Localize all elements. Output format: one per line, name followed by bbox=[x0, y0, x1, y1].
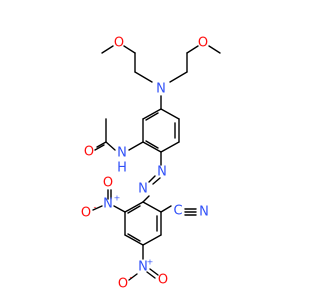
bond bbox=[148, 175, 156, 183]
bond bbox=[127, 205, 141, 214]
atom-label-oxygen: O bbox=[103, 176, 113, 191]
bond bbox=[142, 201, 162, 213]
negative-charge: - bbox=[94, 203, 97, 212]
bond bbox=[152, 177, 161, 185]
charge-layer: + - + - bbox=[94, 194, 154, 282]
bond bbox=[186, 45, 199, 54]
atom-label-carbon: C bbox=[173, 204, 182, 219]
atom-label-hydrogen: H bbox=[117, 161, 127, 176]
bond bbox=[105, 141, 116, 151]
bond bbox=[113, 205, 126, 213]
bond bbox=[142, 234, 162, 246]
bond bbox=[160, 108, 180, 120]
bond bbox=[128, 141, 144, 151]
atom-label-oxygen: O bbox=[158, 273, 168, 288]
bond bbox=[123, 45, 136, 54]
atom-label-nitrogen: N bbox=[103, 197, 113, 212]
bond bbox=[124, 234, 144, 246]
negative-charge: - bbox=[130, 273, 133, 282]
bond bbox=[96, 141, 107, 148]
molecule-structure: O O N O N H N N C N N O O N O O + - + - bbox=[81, 36, 221, 292]
bond bbox=[169, 71, 188, 83]
bond bbox=[208, 45, 221, 54]
bond-layer bbox=[92, 45, 221, 281]
bond bbox=[128, 273, 138, 281]
atom-label-nitrogen: N bbox=[156, 82, 166, 97]
bond bbox=[94, 144, 105, 151]
bond bbox=[127, 233, 141, 242]
bond bbox=[146, 271, 156, 279]
bond bbox=[145, 140, 159, 149]
bond bbox=[142, 141, 162, 153]
atom-label-oxygen: O bbox=[114, 36, 124, 51]
bond bbox=[101, 45, 114, 54]
bond bbox=[160, 141, 180, 153]
bond bbox=[142, 195, 150, 203]
bond bbox=[124, 201, 144, 213]
bond bbox=[134, 71, 153, 83]
bond bbox=[160, 205, 172, 213]
atom-label-nitrogen: N bbox=[138, 182, 148, 197]
bond bbox=[92, 205, 103, 211]
positive-charge: + bbox=[147, 258, 154, 267]
atom-label-oxygen: O bbox=[198, 36, 208, 51]
atom-label-oxygen: O bbox=[118, 277, 128, 292]
bond bbox=[149, 268, 159, 276]
atom-label-nitrogen: N bbox=[138, 260, 148, 275]
atom-label-nitrogen: N bbox=[199, 205, 209, 220]
atom-layer: O O N O N H N N C N N O O N O O bbox=[81, 36, 209, 292]
atom-label-nitrogen: N bbox=[117, 146, 127, 161]
positive-charge: + bbox=[114, 194, 121, 203]
atom-label-nitrogen: N bbox=[157, 165, 167, 180]
bond bbox=[142, 108, 162, 120]
bond bbox=[145, 112, 159, 121]
atom-label-oxygen: O bbox=[81, 206, 91, 221]
atom-label-oxygen: O bbox=[84, 145, 94, 160]
